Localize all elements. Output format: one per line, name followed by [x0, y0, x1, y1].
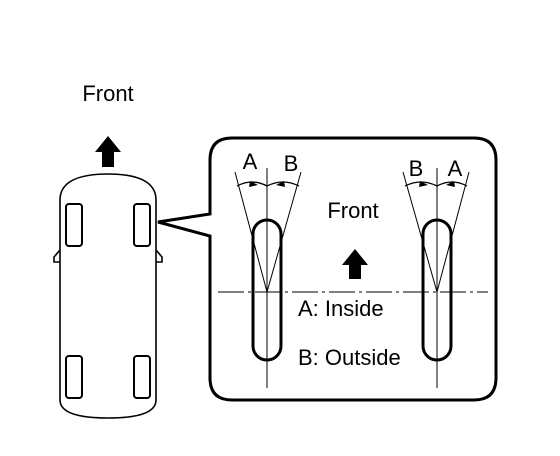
left-wheel-detail: [234, 168, 302, 388]
front-arrow-top-icon: [95, 136, 121, 167]
vehicle-tires: [65, 203, 151, 399]
tire-front-right: [133, 203, 151, 247]
vehicle-outline: [53, 173, 163, 419]
left-angle-line-b: [266, 171, 302, 293]
front-label-top: Front: [82, 81, 133, 106]
right-angle-arrows: [419, 181, 455, 187]
right-wheel-label-a: A: [448, 156, 463, 181]
right-angle-line-a: [436, 171, 470, 293]
left-wheel-label-b: B: [284, 151, 299, 176]
front-arrow-detail-icon: [342, 249, 368, 279]
right-wheel-label-b: B: [409, 156, 424, 181]
left-angle-line-a: [234, 171, 268, 293]
right-angle-line-b: [402, 171, 438, 293]
left-angle-arrows: [249, 181, 285, 187]
legend-outside: B: Outside: [298, 345, 401, 370]
tire-front-left: [65, 203, 83, 247]
tire-rear-left: [65, 355, 83, 399]
legend-inside: A: Inside: [298, 296, 384, 321]
front-label-detail: Front: [327, 198, 378, 223]
tire-rear-right: [133, 355, 151, 399]
left-wheel-label-a: A: [243, 149, 258, 174]
